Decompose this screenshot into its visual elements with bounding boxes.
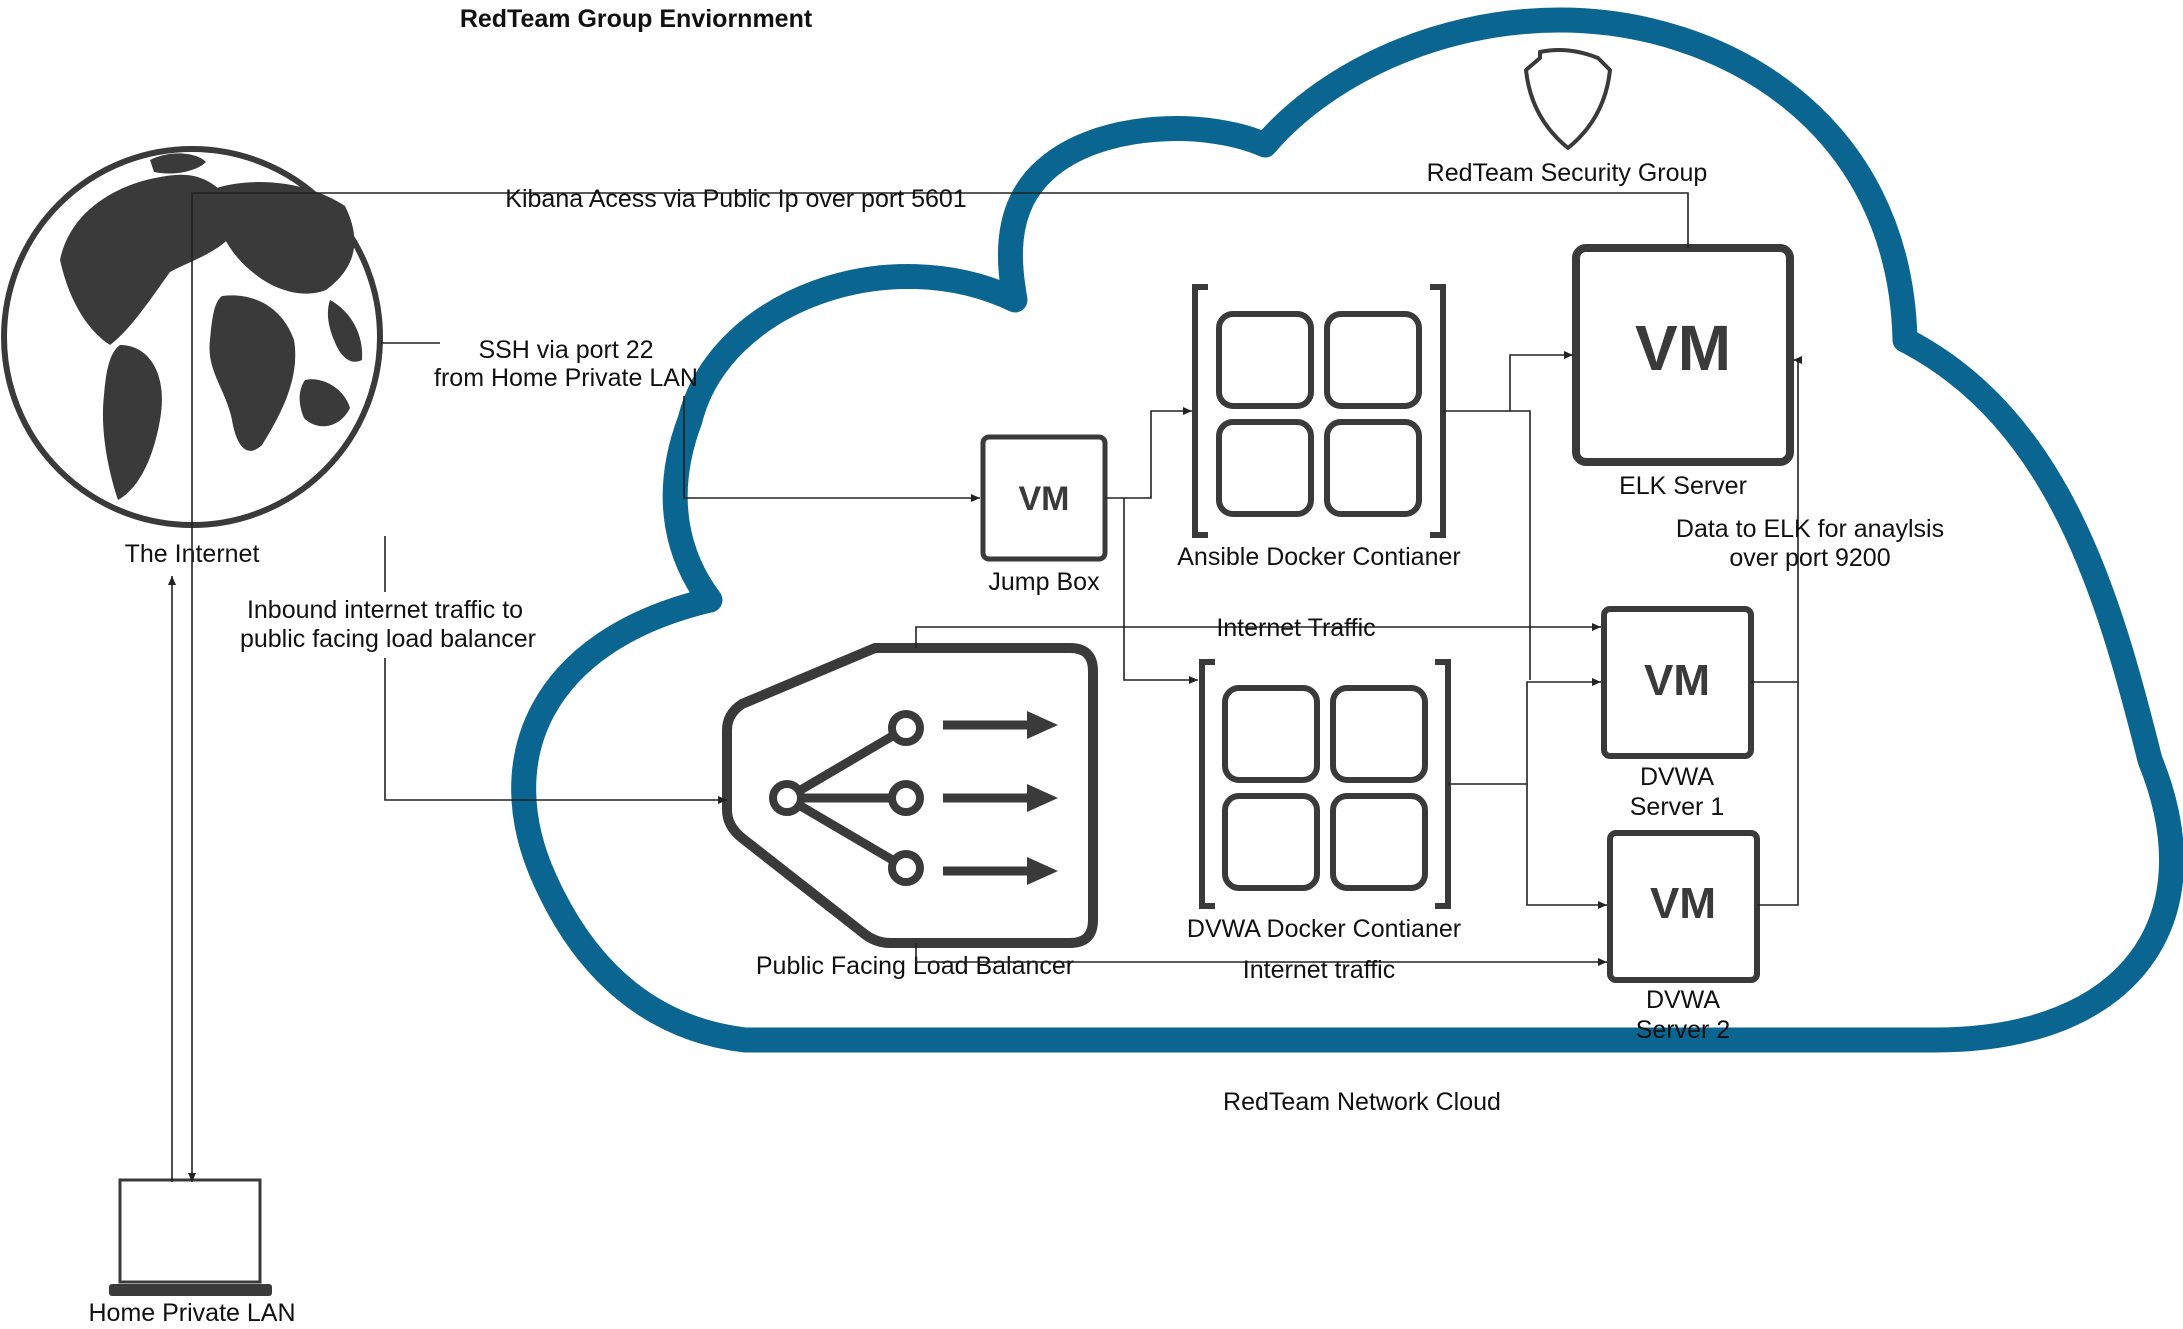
edge-ansible-to-elk: [1443, 351, 1573, 412]
load-balancer-label: Public Facing Load Balancer: [756, 952, 1074, 980]
container-grid-icon: [1192, 284, 1446, 538]
laptop-icon: [109, 1178, 272, 1296]
jump-box-vm-text: VM: [1019, 480, 1070, 518]
dvwa-container-label: DVWA Docker Contianer: [1187, 915, 1461, 943]
edge-lb-to-dvwa2: [915, 943, 1607, 966]
edge-ssh-label-line2: from Home Private LAN: [434, 364, 698, 392]
edge-internet-traffic-2-label: Internet traffic: [1243, 956, 1395, 984]
home-lan-label: Home Private LAN: [88, 1299, 295, 1327]
edge-ssh: [683, 396, 980, 502]
edge-ansible-to-dvwa: [1510, 410, 1531, 680]
edge-kibana: [188, 192, 1689, 1182]
edge-dvwa-container-to-server2: [1526, 784, 1607, 909]
jump-box-vm: VM: [980, 434, 1108, 562]
dvwa-server-1-vm: VM: [1601, 606, 1754, 759]
dvwa-server-2-vm: VM: [1607, 830, 1760, 983]
edge-elk-data-label-line2: over port 9200: [1729, 544, 1890, 572]
dvwa2-label-line1: DVWA: [1646, 986, 1720, 1014]
edge-lb-to-dvwa1: [915, 623, 1601, 648]
shield-icon: [1524, 48, 1612, 150]
dvwa1-label-line1: DVWA: [1640, 763, 1714, 791]
dvwa1-vm-text: VM: [1644, 656, 1710, 705]
network-cloud-label: RedTeam Network Cloud: [1223, 1088, 1501, 1116]
edge-jumpbox-to-ansible: [1105, 407, 1192, 499]
elk-vm-text: VM: [1635, 312, 1731, 384]
dvwa2-vm-text: VM: [1650, 879, 1716, 928]
dvwa-container-grid-icon: [1199, 659, 1451, 909]
edge-ssh-label-line1: SSH via port 22: [478, 336, 653, 364]
jump-box-label: Jump Box: [988, 568, 1100, 596]
edge-internet-traffic-1-label: Internet Traffic: [1216, 614, 1375, 642]
edge-inbound-label-line1: Inbound internet traffic to: [247, 596, 523, 624]
edge-dvwa2-to-elk: [1757, 682, 1799, 906]
ansible-container-label: Ansible Docker Contianer: [1177, 543, 1460, 571]
edge-inbound: [384, 658, 727, 804]
diagram-title: RedTeam Group Enviornment: [460, 5, 813, 33]
edge-kibana-label: Kibana Acess via Public Ip over port 560…: [505, 185, 966, 213]
dvwa1-label-line2: Server 1: [1630, 793, 1724, 821]
edge-dvwa-container-to-server1: [1448, 678, 1601, 785]
load-balancer-icon: [722, 643, 1098, 948]
edge-jumpbox-to-dvwa-container: [1123, 498, 1198, 684]
edge-elk-data-label-line1: Data to ELK for anaylsis: [1676, 515, 1944, 543]
elk-server-vm: VM: [1572, 244, 1794, 466]
edge-inbound-label-line2: public facing load balancer: [240, 625, 536, 653]
edge-dvwa1-to-elk: [1751, 356, 1802, 683]
dvwa2-label-line2: Server 2: [1636, 1016, 1730, 1044]
security-group-label: RedTeam Security Group: [1427, 159, 1708, 187]
elk-server-label: ELK Server: [1619, 472, 1747, 500]
